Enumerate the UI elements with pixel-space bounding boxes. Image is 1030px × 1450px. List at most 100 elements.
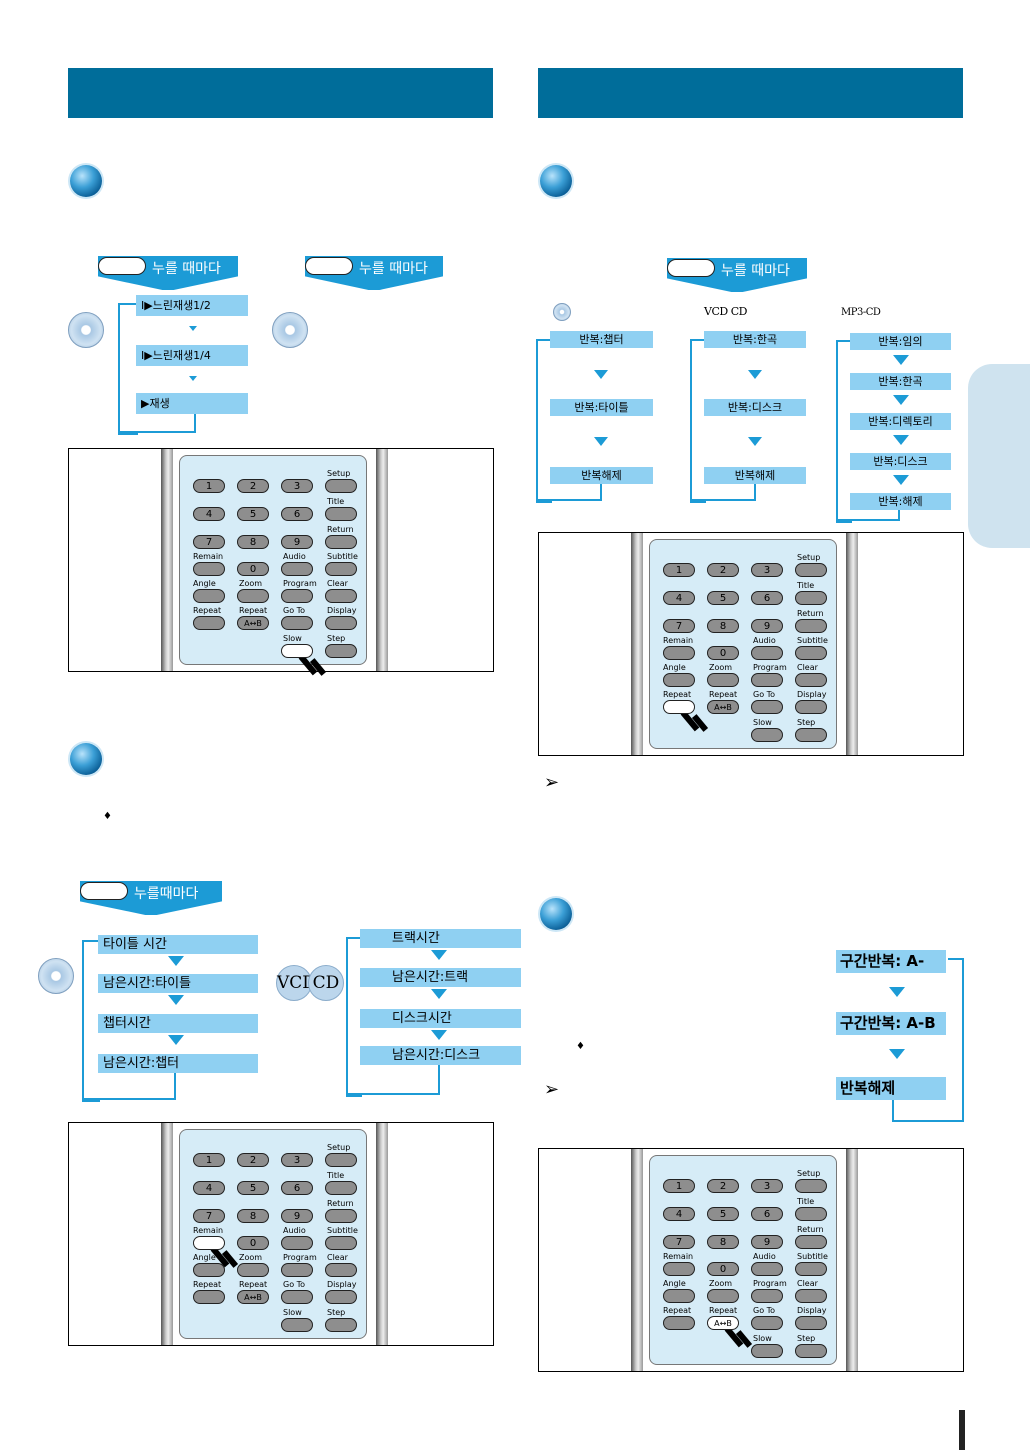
return-button[interactable] (795, 1235, 827, 1249)
audio-button[interactable] (751, 646, 783, 660)
angle-button[interactable] (663, 1289, 695, 1303)
slow-button[interactable] (281, 1318, 313, 1332)
digit-3-button[interactable]: 3 (751, 1179, 783, 1193)
digit-6-button[interactable]: 6 (281, 1181, 313, 1195)
title-button[interactable] (325, 507, 357, 521)
audio-button[interactable] (751, 1262, 783, 1276)
digit-7-button[interactable]: 7 (663, 1235, 695, 1249)
repeat-button[interactable] (193, 616, 225, 630)
step-button[interactable] (325, 644, 357, 658)
digit-4-button[interactable]: 4 (193, 1181, 225, 1195)
subtitle-button[interactable] (795, 646, 827, 660)
angle-button[interactable] (193, 1263, 225, 1277)
repeat-ab-button[interactable]: A↔B (237, 616, 269, 630)
digit-7-button[interactable]: 7 (663, 619, 695, 633)
digit-2-button[interactable]: 2 (707, 1179, 739, 1193)
subtitle-button[interactable] (325, 1236, 357, 1250)
digit-3-button[interactable]: 3 (281, 1153, 313, 1167)
remain-button[interactable] (663, 646, 695, 660)
slow-button[interactable] (281, 644, 313, 658)
digit-3-button[interactable]: 3 (751, 563, 783, 577)
angle-button[interactable] (663, 673, 695, 687)
digit-2-button[interactable]: 2 (707, 563, 739, 577)
program-button[interactable] (751, 1289, 783, 1303)
angle-button[interactable] (193, 589, 225, 603)
repeat-button[interactable] (193, 1290, 225, 1304)
digit-4-button[interactable]: 4 (193, 507, 225, 521)
digit-2-button[interactable]: 2 (237, 479, 269, 493)
digit-9-button[interactable]: 9 (751, 619, 783, 633)
display-button[interactable] (795, 1316, 827, 1330)
remain-button[interactable] (663, 1262, 695, 1276)
audio-button[interactable] (281, 1236, 313, 1250)
repeat-ab-button[interactable]: A↔B (707, 700, 739, 714)
clear-button[interactable] (795, 673, 827, 687)
digit-9-button[interactable]: 9 (281, 1209, 313, 1223)
audio-button[interactable] (281, 562, 313, 576)
digit-8-button[interactable]: 8 (237, 1209, 269, 1223)
title-button[interactable] (795, 591, 827, 605)
zoom-button[interactable] (707, 673, 739, 687)
digit-8-button[interactable]: 8 (707, 619, 739, 633)
slow-button[interactable] (751, 1344, 783, 1358)
zoom-button[interactable] (237, 1263, 269, 1277)
program-button[interactable] (751, 673, 783, 687)
digit-7-button[interactable]: 7 (193, 1209, 225, 1223)
step-button[interactable] (325, 1318, 357, 1332)
digit-0-button[interactable]: 0 (707, 1262, 739, 1276)
digit-9-button[interactable]: 9 (281, 535, 313, 549)
step-button[interactable] (795, 1344, 827, 1358)
return-button[interactable] (795, 619, 827, 633)
remain-button[interactable] (193, 562, 225, 576)
digit-5-button[interactable]: 5 (237, 1181, 269, 1195)
subtitle-button[interactable] (325, 562, 357, 576)
display-button[interactable] (795, 700, 827, 714)
setup-button[interactable] (795, 563, 827, 577)
subtitle-button[interactable] (795, 1262, 827, 1276)
return-button[interactable] (325, 1209, 357, 1223)
zoom-button[interactable] (707, 1289, 739, 1303)
digit-2-button[interactable]: 2 (237, 1153, 269, 1167)
step-button[interactable] (795, 728, 827, 742)
return-button[interactable] (325, 535, 357, 549)
title-button[interactable] (325, 1181, 357, 1195)
program-button[interactable] (281, 1263, 313, 1277)
digit-1-button[interactable]: 1 (193, 479, 225, 493)
goto-button[interactable] (281, 616, 313, 630)
goto-button[interactable] (751, 700, 783, 714)
digit-5-button[interactable]: 5 (237, 507, 269, 521)
slow-button[interactable] (751, 728, 783, 742)
digit-8-button[interactable]: 8 (237, 535, 269, 549)
repeat-ab-button[interactable]: A↔B (707, 1316, 739, 1330)
digit-0-button[interactable]: 0 (237, 1236, 269, 1250)
digit-0-button[interactable]: 0 (707, 646, 739, 660)
clear-button[interactable] (325, 589, 357, 603)
digit-6-button[interactable]: 6 (751, 1207, 783, 1221)
digit-8-button[interactable]: 8 (707, 1235, 739, 1249)
setup-button[interactable] (325, 1153, 357, 1167)
program-button[interactable] (281, 589, 313, 603)
digit-1-button[interactable]: 1 (663, 1179, 695, 1193)
digit-4-button[interactable]: 4 (663, 591, 695, 605)
digit-6-button[interactable]: 6 (751, 591, 783, 605)
setup-button[interactable] (325, 479, 357, 493)
digit-9-button[interactable]: 9 (751, 1235, 783, 1249)
goto-button[interactable] (281, 1290, 313, 1304)
digit-3-button[interactable]: 3 (281, 479, 313, 493)
repeat-button[interactable] (663, 700, 695, 714)
digit-6-button[interactable]: 6 (281, 507, 313, 521)
clear-button[interactable] (795, 1289, 827, 1303)
display-button[interactable] (325, 616, 357, 630)
setup-button[interactable] (795, 1179, 827, 1193)
repeat-ab-button[interactable]: A↔B (237, 1290, 269, 1304)
digit-1-button[interactable]: 1 (193, 1153, 225, 1167)
digit-5-button[interactable]: 5 (707, 1207, 739, 1221)
digit-1-button[interactable]: 1 (663, 563, 695, 577)
remain-button[interactable] (193, 1236, 225, 1250)
clear-button[interactable] (325, 1263, 357, 1277)
digit-5-button[interactable]: 5 (707, 591, 739, 605)
zoom-button[interactable] (237, 589, 269, 603)
title-button[interactable] (795, 1207, 827, 1221)
digit-7-button[interactable]: 7 (193, 535, 225, 549)
digit-0-button[interactable]: 0 (237, 562, 269, 576)
